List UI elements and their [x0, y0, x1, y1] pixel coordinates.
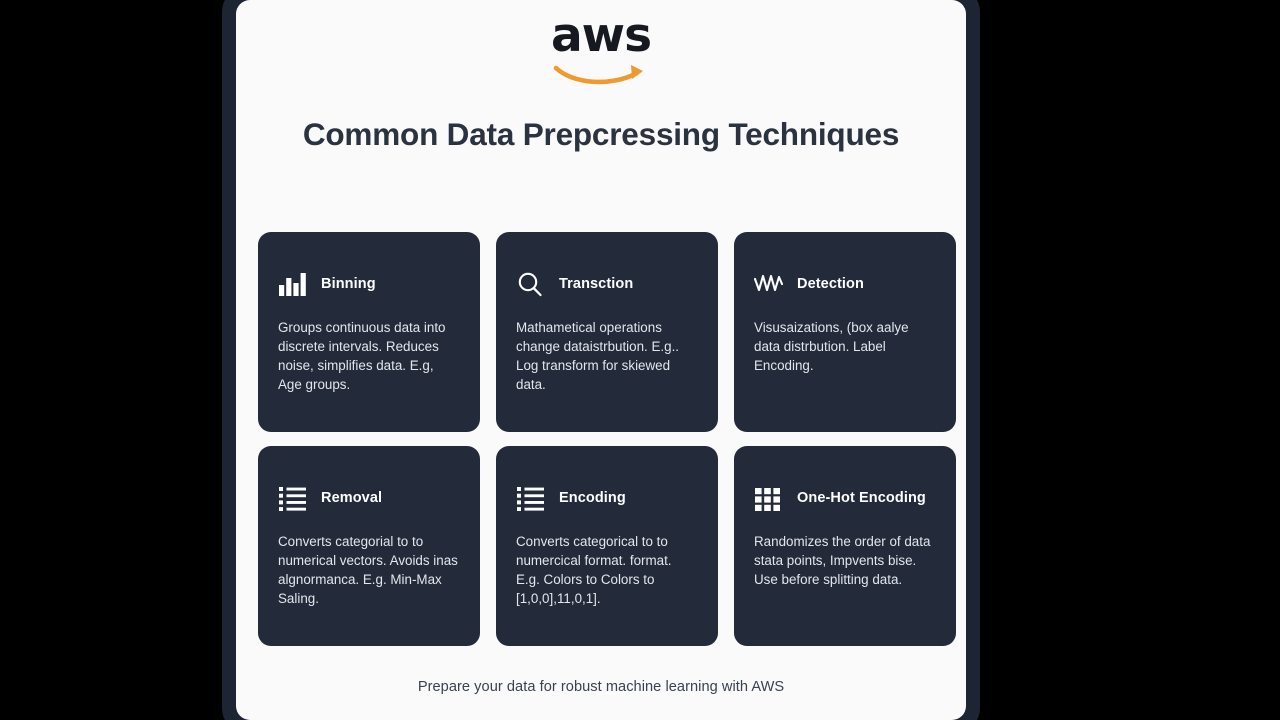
aws-logo: aws	[236, 12, 966, 86]
slide-footer-caption: Prepare your data for robust machine lea…	[417, 679, 785, 695]
technique-card-grid: Binning Groups continuous data into disc…	[258, 232, 966, 646]
technique-card-removal[interactable]: Removal Converts categorial to to numeri…	[258, 446, 480, 646]
card-header: Detection	[754, 270, 936, 298]
technique-card-transction[interactable]: Transction Mathametical operations chang…	[496, 232, 718, 432]
technique-card-detection[interactable]: Detection Visusaizations, (box aalye dat…	[734, 232, 956, 432]
grid-3x3-icon	[754, 485, 783, 511]
slide-panel: aws Common Data Prepcressing Techniques	[236, 0, 966, 720]
card-title: Encoding	[559, 490, 626, 506]
card-title: Binning	[321, 276, 376, 292]
card-title: Removal	[321, 490, 383, 506]
page-title: Common Data Prepcressing Techniques	[302, 116, 900, 152]
aws-wordmark: aws	[550, 8, 652, 63]
card-description: Mathametical operations change dataistrb…	[516, 320, 680, 393]
technique-card-binning[interactable]: Binning Groups continuous data into disc…	[258, 232, 480, 432]
card-description: Visusaizations, (box aalye data distrbut…	[754, 320, 909, 374]
search-icon	[516, 271, 545, 297]
card-description: Converts categorical to to numercical fo…	[516, 534, 672, 607]
card-title: Detection	[797, 276, 864, 292]
technique-card-encoding[interactable]: Encoding Converts categorical to to nume…	[496, 446, 718, 646]
technique-card-one-hot-encoding[interactable]: One-Hot Encoding Randomizes the order of…	[734, 446, 956, 646]
card-title: One-Hot Encoding	[797, 490, 926, 506]
bullet-list-icon	[278, 485, 307, 511]
card-title: Transction	[559, 276, 634, 292]
bullet-list-icon	[516, 485, 545, 511]
card-description: Groups continuous data into discrete int…	[278, 320, 446, 393]
card-header: Transction	[516, 270, 698, 298]
card-header: Encoding	[516, 484, 698, 512]
card-description: Randomizes the order of data stata point…	[754, 534, 931, 588]
activity-zigzag-icon	[754, 271, 783, 297]
card-header: One-Hot Encoding	[754, 484, 936, 512]
aws-smile-arrow-icon	[553, 65, 643, 85]
card-header: Removal	[278, 484, 460, 512]
card-description: Converts categorial to to numerical vect…	[278, 534, 458, 607]
card-header: Binning	[278, 270, 460, 298]
bar-chart-icon	[278, 271, 307, 297]
